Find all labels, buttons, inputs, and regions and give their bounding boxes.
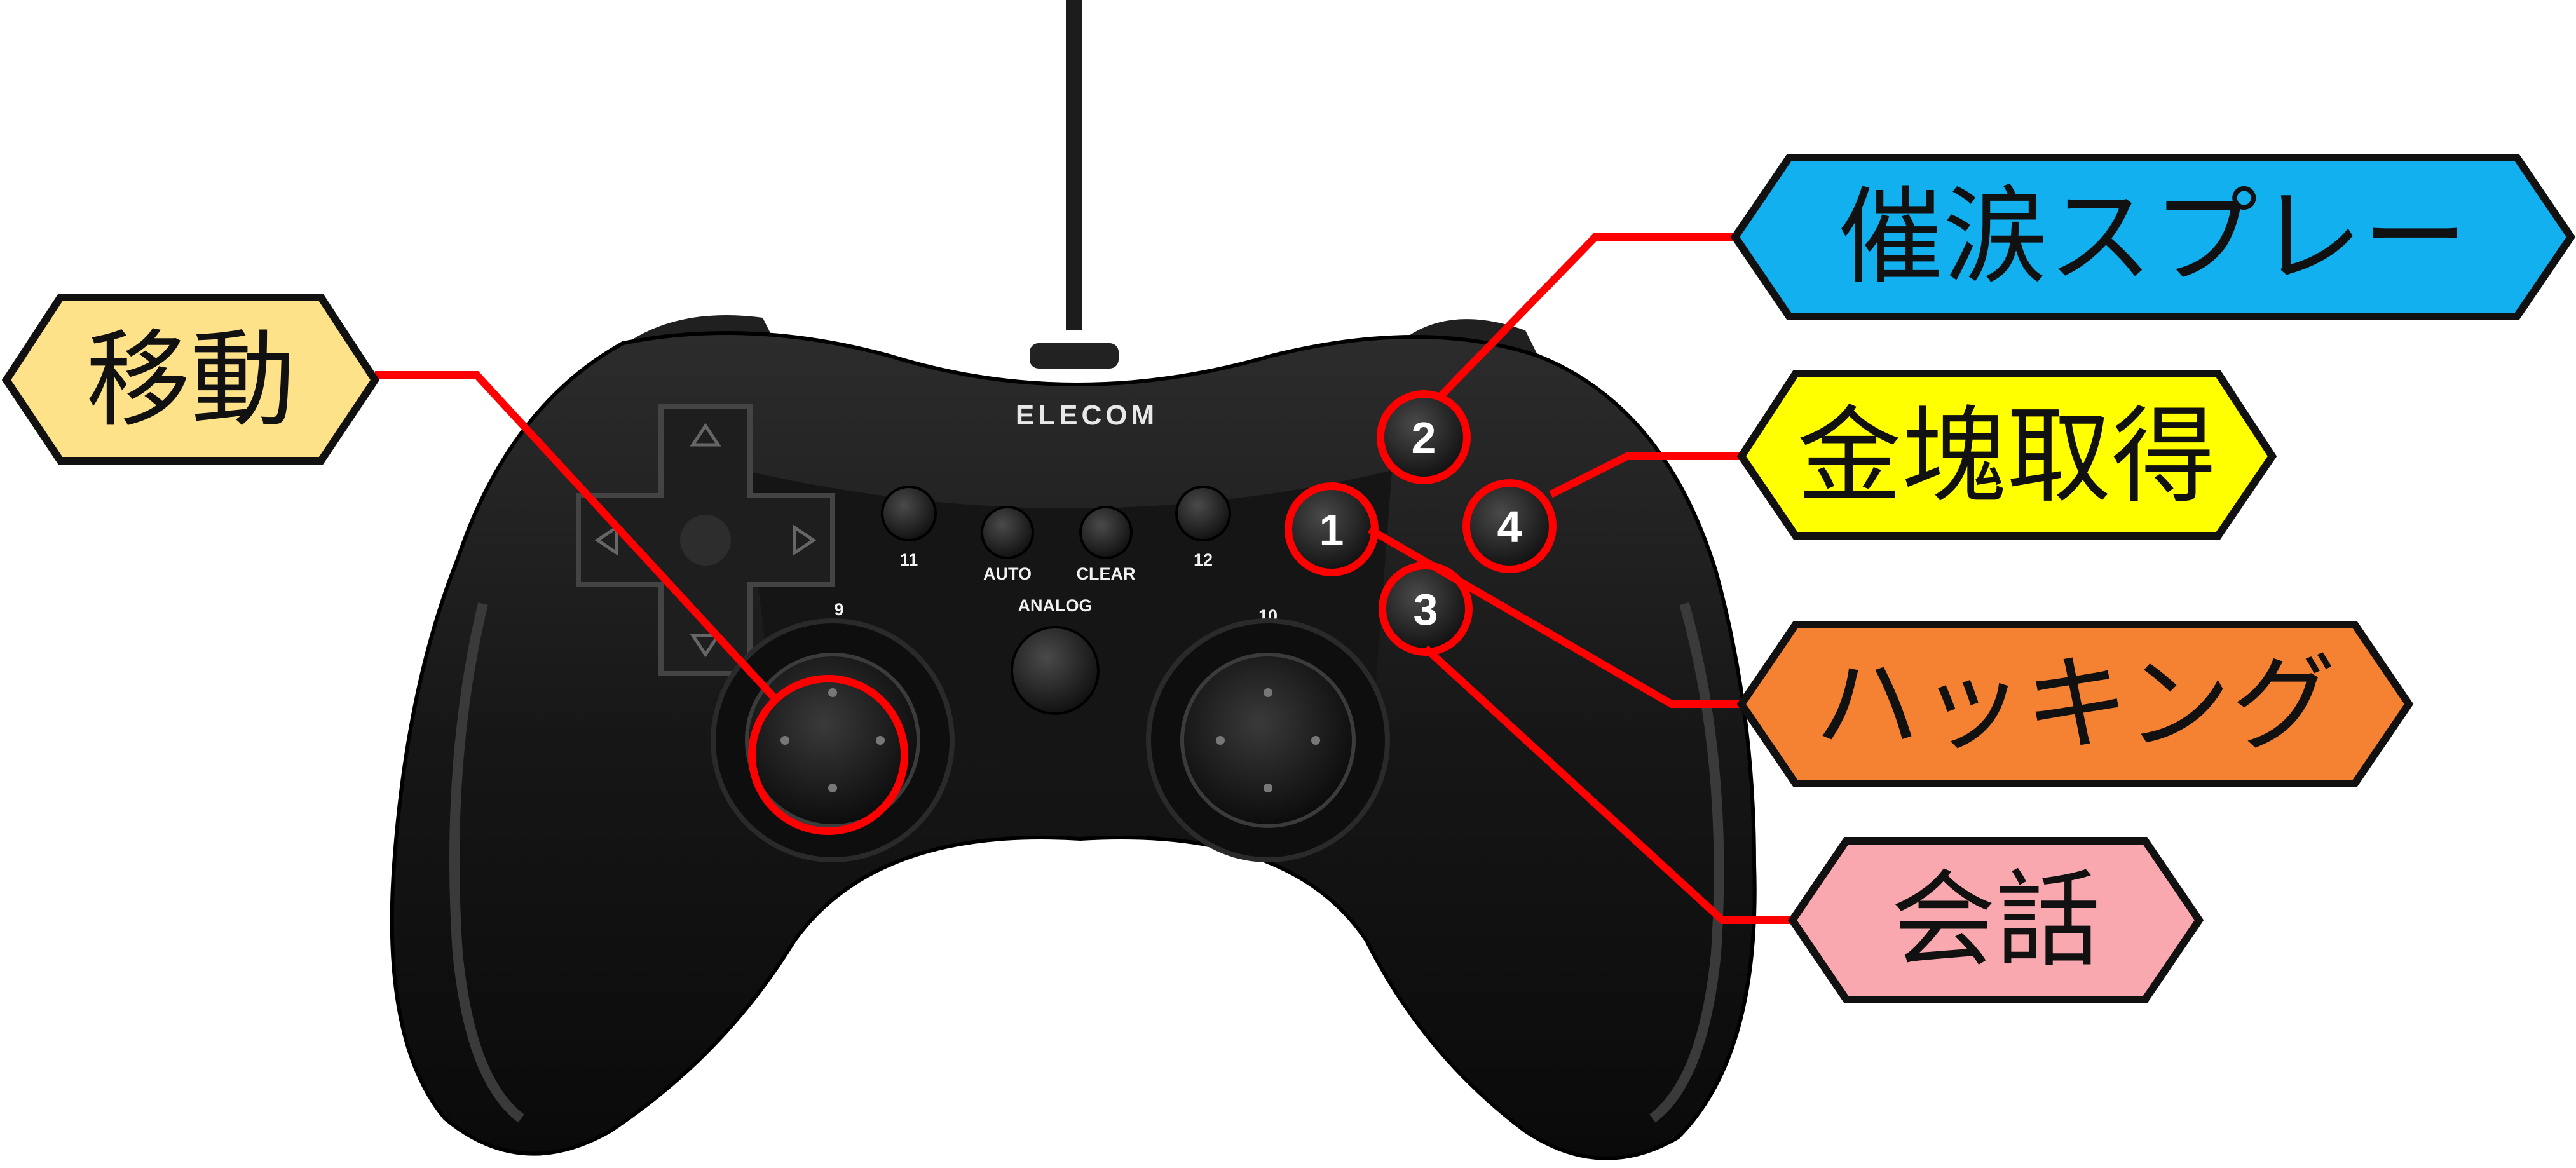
callout-move-box xyxy=(1,294,380,465)
callout-hack: ハッキング xyxy=(1736,621,2414,787)
controller-grip-left-highlight xyxy=(449,602,524,1123)
button-3-number: 3 xyxy=(1414,585,1438,634)
brand-logo: ELECOM xyxy=(1016,400,1158,431)
d-pad-down-icon xyxy=(690,634,721,658)
button-12 xyxy=(1175,486,1231,541)
callout-move-text: 移動 xyxy=(86,319,296,441)
left-stick xyxy=(711,618,955,862)
leader-line-move xyxy=(375,371,779,702)
analog-button-label: ANALOG xyxy=(1018,596,1093,615)
analog-button xyxy=(1011,626,1100,715)
button-4-number: 4 xyxy=(1497,502,1522,552)
leader-line-tear-gas xyxy=(1436,233,1735,400)
auto-button-label: AUTO xyxy=(983,564,1032,583)
d-pad-up-icon xyxy=(690,423,721,447)
callout-tear-gas-text: 催涙スプレー xyxy=(1838,176,2467,298)
leader-line-talk xyxy=(1422,645,1792,924)
d-pad-right-icon xyxy=(793,524,817,556)
button-4-highlight xyxy=(1462,479,1557,573)
callout-move: 移動 xyxy=(1,294,380,465)
callout-tear-gas-box xyxy=(1730,154,2576,320)
callout-gold-text: 金塊取得 xyxy=(1797,395,2216,517)
callout-tear-gas: 催涙スプレー xyxy=(1730,154,2576,320)
leader-lines xyxy=(375,233,1792,924)
controller-grip-right-highlight xyxy=(1649,602,1724,1123)
callout-hack-text: ハッキング xyxy=(1815,643,2336,765)
callout-talk-box xyxy=(1787,837,2204,1003)
left-stick-highlight xyxy=(748,675,908,835)
leader-line-gold xyxy=(1549,452,1741,498)
clear-button xyxy=(1079,506,1133,559)
button-11-label: 11 xyxy=(900,550,918,569)
cable-connector xyxy=(1030,343,1119,369)
button-9-label: 9 xyxy=(834,600,843,619)
leader-line-hack xyxy=(1367,526,1741,708)
right-stick xyxy=(1146,618,1390,862)
button-1-number: 1 xyxy=(1319,505,1344,555)
callout-gold: 金塊取得 xyxy=(1736,370,2277,540)
callout-talk-text: 会話 xyxy=(1891,859,2101,981)
button-2-number: 2 xyxy=(1412,413,1436,463)
button-11 xyxy=(881,486,937,541)
button-2-highlight xyxy=(1377,390,1471,484)
auto-button xyxy=(981,506,1034,559)
button-12-label: 12 xyxy=(1194,550,1213,569)
callout-gold-box xyxy=(1736,370,2277,540)
callout-hack-box xyxy=(1736,621,2414,787)
callout-talk: 会話 xyxy=(1787,837,2204,1003)
clear-button-label: CLEAR xyxy=(1077,564,1136,583)
d-pad-left-icon xyxy=(594,524,618,556)
